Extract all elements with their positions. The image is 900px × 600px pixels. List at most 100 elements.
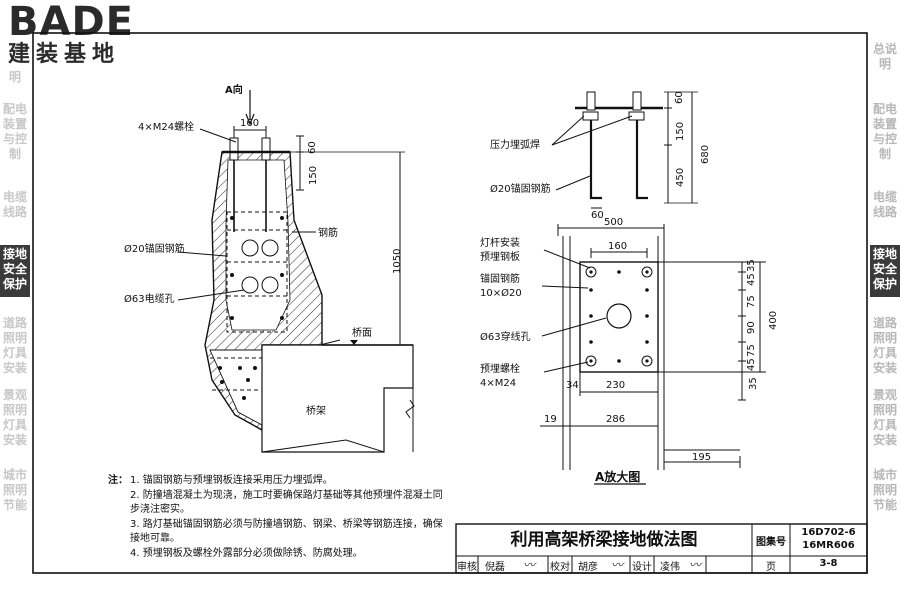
rebar-cage <box>226 211 288 333</box>
atlas-number: 16D702-6 16MR606 <box>790 526 867 552</box>
label-cable-hole: Ø63电缆孔 <box>124 292 175 305</box>
cable-hole-3 <box>241 276 259 294</box>
atlas-number-2: 16MR606 <box>802 540 855 551</box>
review-label: 审核 <box>457 562 477 573</box>
dim-60-bottom: 60 <box>591 210 604 221</box>
right-top-labels: 压力埋弧焊 Ø20锚固钢筋 60 150 450 680 60 <box>490 91 711 221</box>
label-deck: 桥面 <box>352 327 372 339</box>
cable-hole-4 <box>261 276 279 294</box>
label-anchor-rebar-plan: 锚固钢筋 <box>480 272 520 285</box>
dim-right-35b: 35 <box>748 377 759 390</box>
designer-name: 凌伟 <box>660 562 680 573</box>
proof-label: 校对 <box>550 562 570 573</box>
dim-19: 19 <box>544 414 557 425</box>
reviewer-name: 倪磊 <box>485 562 505 573</box>
cable-hole-2 <box>261 239 279 257</box>
atlas-number-1: 16D702-6 <box>801 527 856 538</box>
left-item-intro[interactable]: 明 <box>8 70 21 84</box>
left-drawing-labels: A向 4×M24螺栓 160 60 150 1050 钢筋 Ø20锚固钢筋 Ø6… <box>124 83 403 417</box>
atlas-label: 图集号 <box>756 537 786 548</box>
label-wire-hole: Ø63穿线孔 <box>480 330 531 343</box>
label-embedded-plate: 预埋钢板 <box>480 250 520 263</box>
designer-signature: 〰 <box>688 558 701 572</box>
dim-500: 500 <box>604 217 623 228</box>
left-section-drawing <box>177 90 415 453</box>
notes-block: 注： 1. 锚固钢筋与预埋钢板连接采用压力埋弧焊。 2. 防撞墙混凝土为现浇，施… <box>108 474 448 561</box>
dim-400: 400 <box>768 311 779 330</box>
nav-item-energy-saving[interactable]: 城市照明节能 <box>872 468 897 512</box>
design-label: 设计 <box>632 562 652 573</box>
label-anchor-count: 10×Ø20 <box>480 287 522 299</box>
center-hole <box>606 303 632 329</box>
label-weld: 压力埋弧焊 <box>490 138 540 151</box>
cable-hole-1 <box>241 239 259 257</box>
note-1: 1. 锚固钢筋与预埋钢板连接采用压力埋弧焊。 <box>130 475 333 486</box>
dim-right-75a: 75 <box>746 295 757 308</box>
nav-item-grounding[interactable]: 接地安全保护 <box>870 245 900 297</box>
dim-230: 230 <box>606 380 625 391</box>
brand-subtitle: 建装基地 <box>8 42 121 67</box>
nav-item-cable[interactable]: 电缆线路 <box>872 190 897 219</box>
proofer-name: 胡彦 <box>578 562 598 573</box>
title-block-grid <box>455 523 868 574</box>
label-rebar: 钢筋 <box>318 226 338 239</box>
right-top-anchor-drawing <box>551 91 698 209</box>
dim-right-45b: 45 <box>746 358 757 371</box>
drawing-title: 利用高架桥梁接地做法图 <box>510 530 698 550</box>
note-4: 4. 预埋钢板及螺栓外露部分必须做除锈、防腐处理。 <box>130 547 363 559</box>
reviewer-signature: 〰 <box>522 558 535 572</box>
brand-logo: BADE 建装基地 <box>8 2 158 72</box>
dim-34: 34 <box>566 380 579 391</box>
page-label: 页 <box>766 562 776 573</box>
left-item-grounding[interactable]: 接地安全保护 <box>0 245 30 297</box>
dim-right-90: 90 <box>746 321 757 334</box>
dim-195: 195 <box>692 452 711 463</box>
label-anchor-rebar-top: Ø20锚固钢筋 <box>490 182 551 195</box>
left-item-cable[interactable]: 电缆线路 <box>2 190 27 219</box>
label-lamp-install: 灯杆安装 <box>480 236 520 249</box>
dim-60: 60 <box>307 141 318 154</box>
dim-150-top: 150 <box>675 122 686 141</box>
dim-1050: 1050 <box>392 249 403 274</box>
bolt-right <box>261 137 271 161</box>
dim-286: 286 <box>606 414 625 425</box>
notes-title: 注： <box>108 475 128 486</box>
label-anchor-rebar: Ø20锚固钢筋 <box>124 242 185 255</box>
dim-right-45a: 45 <box>746 273 757 286</box>
label-bolts: 4×M24螺栓 <box>138 120 194 133</box>
label-beam: 桥架 <box>306 405 326 417</box>
dim-150: 150 <box>308 166 319 185</box>
right-plan-drawing <box>540 224 766 485</box>
left-item-distribution[interactable]: 配电装置与控制 <box>2 102 27 161</box>
left-category-strip: 明 配电装置与控制 电缆线路 接地安全保护 道路照明灯具安装 景观照明灯具安装 … <box>0 30 30 570</box>
bridge-beam <box>261 344 414 453</box>
dim-450: 450 <box>675 168 686 187</box>
left-item-road-lighting[interactable]: 道路照明灯具安装 <box>2 316 27 375</box>
dim-160-top: 160 <box>240 118 259 129</box>
nav-item-distribution[interactable]: 配电装置与控制 <box>872 102 897 161</box>
dim-680: 680 <box>700 145 711 164</box>
note-3: 3. 路灯基础锚固钢筋必须与防撞墙钢筋、钢梁、桥梁等钢筋连接，确保接地可靠。 <box>130 518 443 545</box>
dim-60-top: 60 <box>674 91 685 104</box>
plan-caption: A放大图 <box>595 469 640 484</box>
wall-core <box>225 159 291 331</box>
nav-item-road-lighting[interactable]: 道路照明灯具安装 <box>872 316 897 375</box>
page-number: 3-8 <box>819 558 838 569</box>
left-item-energy-saving[interactable]: 城市照明节能 <box>2 468 27 512</box>
dim-160-plan: 160 <box>608 241 627 252</box>
dim-right-35: 35 <box>746 259 757 272</box>
right-plan-labels: 500 160 230 286 195 34 19 400 35 45 75 9… <box>480 217 779 484</box>
dim-right-75b: 75 <box>746 344 757 357</box>
label-direction-a: A向 <box>225 83 243 96</box>
nav-item-landscape-lighting[interactable]: 景观照明灯具安装 <box>872 388 897 447</box>
left-item-landscape-lighting[interactable]: 景观照明灯具安装 <box>2 388 27 447</box>
proofer-signature: 〰 <box>610 558 623 572</box>
side-navigation: 总说明 配电装置与控制 电缆线路 接地安全保护 道路照明灯具安装 景观照明灯具安… <box>870 30 900 570</box>
brand-logo-text: BADE <box>8 0 134 45</box>
label-embedded-bolt: 预埋螺栓 <box>480 362 520 375</box>
note-2: 2. 防撞墙混凝土为现浇，施工时要确保路灯基础等其他预埋件混凝土同步浇注密实。 <box>130 489 443 516</box>
nav-item-intro[interactable]: 总说明 <box>872 42 897 71</box>
label-bolt-count: 4×M24 <box>480 378 516 389</box>
sheet-frame <box>32 32 868 574</box>
